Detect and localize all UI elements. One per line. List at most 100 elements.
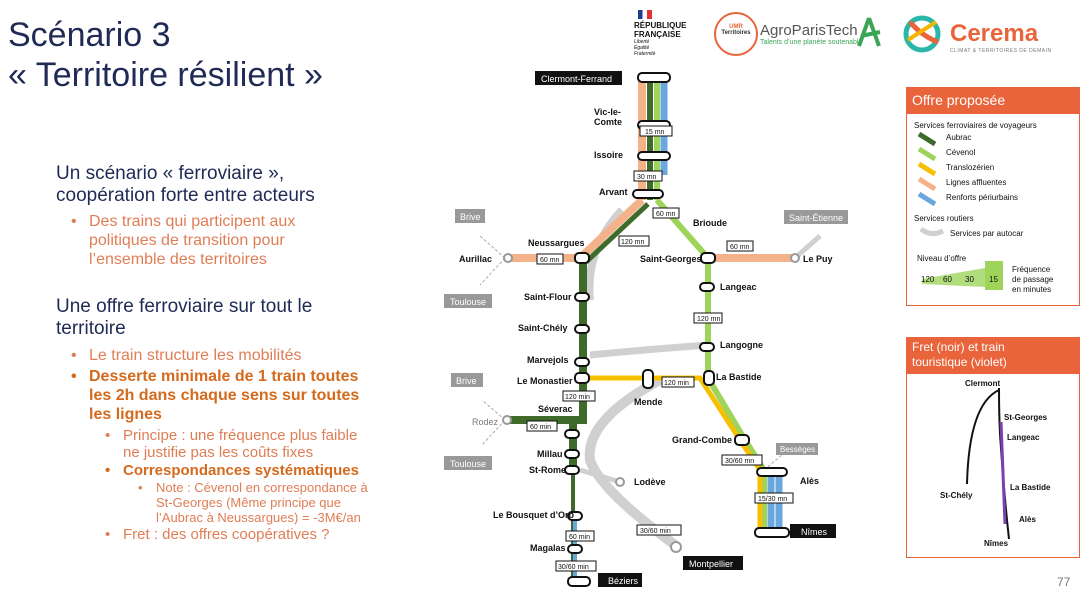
freq-box-60b [536, 253, 564, 265]
ext-brive1: Brive [460, 212, 481, 222]
freq-30: 30 mn [637, 174, 657, 181]
legend-offre-header: Offre proposée [907, 88, 1079, 114]
fret-langeac: Langeac [1007, 433, 1040, 442]
bullet-2: Une offre ferroviaire sur tout le territ… [56, 296, 313, 339]
cerema-mark-icon [903, 15, 941, 53]
label-box-clermont [535, 71, 622, 85]
station-vic: Vic-le-Comte [594, 107, 622, 127]
legend-level-title: Niveau d’offre [917, 254, 967, 263]
line-cevenol [654, 198, 767, 532]
freq-120a: 120 mn [621, 239, 644, 246]
legend-road-label: Services par autocar [950, 229, 1024, 238]
ext-box-toulouse2 [444, 456, 492, 470]
station-rodez-marker [502, 415, 512, 425]
station-lepuy: Le Puy [803, 254, 833, 264]
bullet-2b: •Desserte minimale de 1 train toutes les… [71, 368, 360, 423]
freq-1530: 15/30 mn [758, 496, 787, 503]
coach-route-marvejols [589, 341, 709, 359]
station-labastide: La Bastide [716, 372, 762, 382]
station-langogne: Langogne [720, 340, 763, 350]
legend-freq-note-2: de passage [1012, 275, 1054, 284]
freq-box-120b [693, 312, 723, 324]
station-arvant: Arvant [599, 187, 628, 197]
external-links [479, 235, 783, 471]
freq-box-60c [726, 240, 754, 252]
station-severac: Séverac [538, 404, 573, 414]
legend-affluentes: Lignes affluentes [946, 178, 1006, 187]
label-box-montpellier [683, 556, 743, 570]
label-box-beziers [598, 573, 642, 587]
ext-toulouse2: Toulouse [450, 459, 486, 469]
legend-freq-note-1: Fréquence [1012, 265, 1051, 274]
ext-rodez: Rodez [472, 417, 499, 427]
legend-rail-title: Services ferroviaires de voyageurs [914, 121, 1037, 130]
page-number: 77 [1057, 575, 1071, 589]
legend-aubrac: Aubrac [946, 133, 971, 142]
station-lepuy-marker [790, 253, 800, 263]
line-translozerien [583, 375, 743, 442]
bullet-2b2a: •Note : Cévenol en correspondance à St-G… [138, 480, 368, 525]
ext-stetienne: Saint-Étienne [789, 213, 843, 223]
legend-level-15: 15 [989, 275, 998, 284]
station-montpellier: Montpellier [689, 559, 733, 569]
cerema-logo: Cerema CLIMAT & TERRITOIRES DE DEMAIN [950, 20, 1052, 54]
legend-level-30: 30 [965, 275, 974, 284]
ext-brive2: Brive [456, 376, 477, 386]
coach-route-stetienne [793, 234, 822, 260]
freq-15: 15 mn [645, 129, 665, 136]
station-clermont: Clermont-Ferrand [541, 74, 612, 84]
bullet-1a: •Des trains qui participent aux politiqu… [71, 213, 296, 268]
freq-box-3060c [555, 560, 597, 572]
ext-box-brive2 [451, 373, 483, 387]
freq-box-120a [618, 235, 650, 247]
station-strome: St-Rome [529, 465, 566, 475]
freq-3060c: 30/60 min [558, 564, 589, 571]
freq-120c: 120 min [664, 380, 689, 387]
station-brioude: Brioude [693, 218, 727, 228]
fret-ales: Alès [1019, 515, 1036, 524]
freq-60d: 60 min [530, 424, 551, 431]
freq-60b: 60 mn [540, 257, 560, 264]
freq-3060a: 30/60 mn [725, 458, 754, 465]
freq-120b: 120 mn [697, 316, 720, 323]
freq-120d: 120 min [565, 394, 590, 401]
station-lodeve-marker [615, 477, 625, 487]
freq-box-120c [661, 376, 695, 388]
station-issoire: Issoire [594, 150, 623, 160]
bullet-1: Un scénario « ferroviaire », coopération… [56, 163, 315, 206]
station-saintchely: Saint-Chély [518, 323, 568, 333]
bullet-2c: •Fret : des offres coopératives ? [105, 526, 330, 543]
fret-stgeorges: St-Georges [1004, 413, 1048, 422]
ext-toulouse1: Toulouse [450, 297, 486, 307]
fret-nimes: Nîmes [984, 539, 1009, 548]
fret-stchely: St-Chély [940, 491, 973, 500]
agroparistech-logo: AgroParisTech Talents d’une planète sout… [760, 22, 863, 46]
freq-60c: 60 mn [730, 244, 750, 251]
freq-box-120d [562, 390, 596, 402]
legend-offre: Offre proposée Services ferroviaires de … [906, 87, 1080, 306]
station-marvejols: Marvejols [527, 355, 569, 365]
legend-level-60: 60 [943, 275, 952, 284]
freq-box-15 [639, 125, 673, 137]
agroparistech-mark-icon [857, 17, 881, 47]
station-lodeve: Lodève [634, 477, 666, 487]
station-grandcombe: Grand-Combe [672, 435, 732, 445]
line-aubrac-neussargues [584, 202, 650, 264]
station-mende: Mende [634, 397, 663, 407]
fret-clermont: Clermont [965, 379, 1000, 388]
bullet-2a: •Le train structure les mobilités [71, 347, 302, 364]
station-markers [564, 72, 790, 587]
legend-freq-note-3: en minutes [1012, 285, 1051, 294]
ext-besseges: Bessèges [780, 445, 815, 454]
bullet-2b2: •Correspondances systématiques [105, 462, 359, 479]
freq-box-3060a [721, 454, 763, 466]
station-ales: Alès [800, 476, 819, 486]
ext-box-brive1 [455, 209, 485, 223]
freq-box-1530 [754, 492, 794, 504]
station-montpellier-marker [670, 541, 682, 553]
ext-box-stetienne [784, 210, 848, 224]
